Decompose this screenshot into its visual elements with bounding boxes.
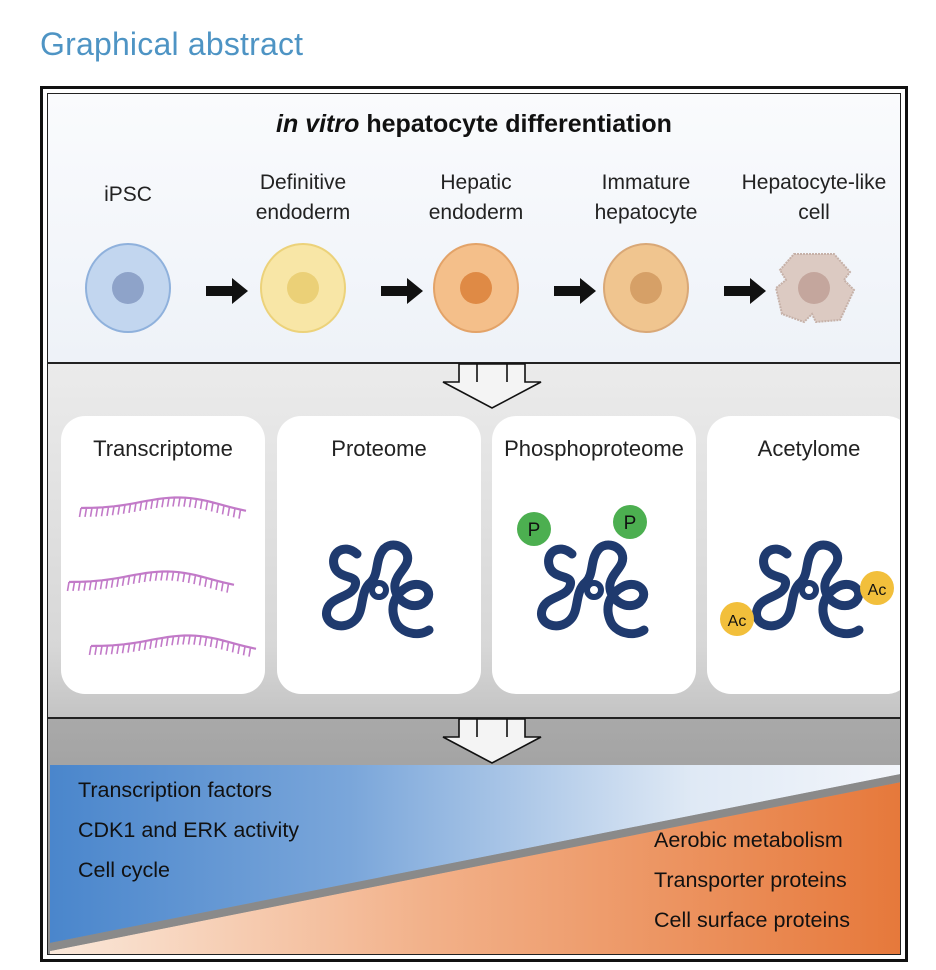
stage-name-line: Definitive — [259, 171, 347, 194]
protein-icon — [322, 540, 434, 639]
stage-name-line: Hepatocyte-like — [741, 171, 887, 194]
down-arrow-icon — [442, 363, 542, 409]
stage-name-line: hepatocyte — [594, 201, 698, 224]
arrow-right-icon — [206, 278, 248, 304]
abstract-frame: in vitro hepatocyte differentiation iPSC… — [40, 86, 908, 962]
modification-label: P — [624, 513, 637, 534]
omics-panel-title: Proteome — [331, 436, 427, 461]
trend-graphic — [49, 765, 900, 954]
stage-label: iPSC — [48, 180, 223, 210]
omics-panel-title: Acetylome — [757, 436, 861, 461]
decreasing-feature: Transcription factors — [78, 778, 272, 802]
stage-label: Immature hepatocyte — [551, 168, 741, 228]
blue-trend-wedge — [50, 765, 900, 943]
abstract-inner: in vitro hepatocyte differentiation iPSC… — [47, 93, 901, 955]
increasing-feature: Aerobic metabolism — [654, 828, 843, 852]
differentiation-section: in vitro hepatocyte differentiation iPSC… — [48, 94, 900, 364]
omics-panel-title: Transcriptome — [93, 436, 233, 461]
title-italic: in vitro — [276, 110, 360, 138]
stage-name-line: cell — [798, 201, 830, 224]
differentiation-title: in vitro hepatocyte differentiation — [48, 110, 900, 139]
stage-name-line: endoderm — [428, 201, 524, 224]
stage-name-line: Hepatic — [440, 171, 512, 194]
modification-badge: P — [613, 505, 647, 539]
modification-label: Ac — [868, 582, 887, 599]
cell-icon — [603, 243, 689, 333]
stage-name-line: Immature — [601, 171, 691, 194]
stage-label: Hepatocyte-like cell — [719, 168, 900, 228]
modification-badge: P — [517, 512, 551, 546]
cell-icon — [433, 243, 519, 333]
arrow-right-icon — [381, 278, 423, 304]
arrow-right-icon — [724, 278, 766, 304]
cell-icon — [85, 243, 171, 333]
modification-badge: Ac — [720, 602, 754, 636]
omics-panel-title: Phosphoproteome — [504, 436, 684, 461]
modification-badge: Ac — [860, 571, 894, 605]
arrow-right-icon — [554, 278, 596, 304]
modification-label: Ac — [728, 613, 747, 630]
hepatocyte-cell-icon — [774, 253, 856, 324]
rna-strands-icon — [66, 496, 257, 657]
down-arrow-icon — [442, 718, 542, 764]
modification-label: P — [528, 520, 541, 541]
stage-name-line: endoderm — [255, 201, 351, 224]
stage-label: Hepatic endoderm — [381, 168, 571, 228]
graphical-abstract-heading: Graphical abstract — [40, 26, 304, 62]
stage-name-line: iPSC — [104, 183, 152, 206]
increasing-feature: Cell surface proteins — [654, 908, 850, 932]
decreasing-feature: CDK1 and ERK activity — [78, 818, 300, 842]
omics-panel-rna: Transcriptome — [61, 416, 265, 694]
title-rest: hepatocyte differentiation — [359, 110, 672, 138]
stage-label: Definitive endoderm — [208, 168, 398, 228]
decreasing-feature: Cell cycle — [78, 858, 170, 882]
trend-divider — [49, 774, 900, 951]
orange-trend-wedge — [50, 782, 900, 954]
omics-panel-protein: Proteome — [277, 416, 481, 694]
cell-icon — [260, 243, 346, 333]
increasing-feature: Transporter proteins — [654, 868, 847, 892]
